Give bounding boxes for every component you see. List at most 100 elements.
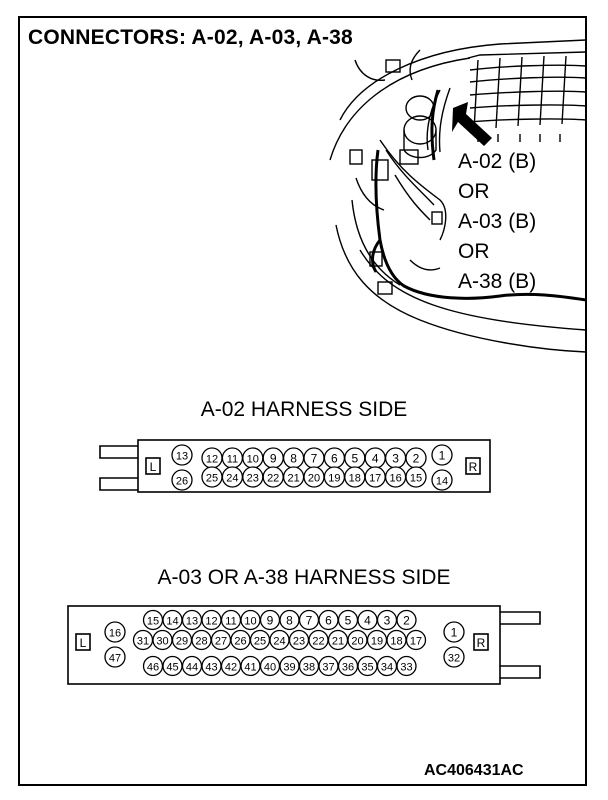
pin-label: 40 <box>264 662 276 674</box>
pin-label: 28 <box>195 636 207 648</box>
pin-label: 4 <box>364 614 371 628</box>
pin-20: 20 <box>347 629 368 651</box>
pin-10: 10 <box>240 609 261 631</box>
pin-label: 43 <box>205 662 217 674</box>
pin-42: 42 <box>220 655 242 677</box>
pin-36: 36 <box>337 655 359 677</box>
pin-label: 8 <box>286 614 293 628</box>
pin-label: 12 <box>206 454 218 466</box>
pin-label: 42 <box>225 662 237 674</box>
pin-2: 2 <box>396 609 417 631</box>
pin-label: 38 <box>303 662 315 674</box>
pin-1: 1 <box>431 444 453 466</box>
callout-or-1: OR <box>458 180 490 203</box>
pin-label: 16 <box>389 473 401 485</box>
pin-18: 18 <box>344 466 366 488</box>
pin-47: 47 <box>104 646 126 668</box>
pin-39: 39 <box>279 655 300 677</box>
page-title: CONNECTORS: A-02, A-03, A-38 <box>28 26 353 49</box>
pin-23: 23 <box>242 466 264 488</box>
pin-label: 9 <box>270 452 277 466</box>
figure-code: AC406431AC <box>424 762 524 779</box>
pin-label: 19 <box>328 473 340 485</box>
a02-connector-body <box>137 439 491 493</box>
pin-37: 37 <box>318 655 339 677</box>
pin-label: 47 <box>109 653 121 665</box>
pin-10: 10 <box>242 447 264 469</box>
pin-14: 14 <box>431 469 453 491</box>
a02-left-marker: L <box>150 460 157 474</box>
a03-left-marker: L <box>80 636 87 650</box>
pin-label: 18 <box>349 473 361 485</box>
a03-right-marker: R <box>477 636 486 650</box>
pin-label: 14 <box>166 616 178 628</box>
pin-6: 6 <box>318 609 339 631</box>
pin-label: 24 <box>226 473 238 485</box>
callout-or-2: OR <box>458 240 490 263</box>
pin-label: 37 <box>322 662 334 674</box>
pin-label: 11 <box>227 454 238 466</box>
pin-label: 23 <box>293 636 305 648</box>
pin-25: 25 <box>249 629 271 651</box>
pin-label: 1 <box>451 626 458 640</box>
pin-31: 31 <box>132 629 154 651</box>
pin-34: 34 <box>376 655 398 677</box>
pin-19: 19 <box>366 629 388 651</box>
pin-label: 1 <box>439 449 446 463</box>
callout-a38: A-38 (B) <box>458 270 537 293</box>
pin-label: 25 <box>206 473 218 485</box>
a03-connector-label: A-03 OR A-38 HARNESS SIDE <box>157 566 451 589</box>
pin-label: 3 <box>384 614 391 628</box>
pin-label: 34 <box>381 662 393 674</box>
pin-41: 41 <box>240 655 261 677</box>
pin-33: 33 <box>396 655 417 677</box>
pin-14: 14 <box>162 609 183 631</box>
a02-right-marker: R <box>469 460 478 474</box>
pin-11: 11 <box>220 609 242 631</box>
a02-connector-label: A-02 HARNESS SIDE <box>200 398 408 421</box>
pin-label: 33 <box>400 662 412 674</box>
pin-21: 21 <box>327 629 349 651</box>
connector-latch-icon <box>99 445 138 459</box>
pin-label: 45 <box>166 662 178 674</box>
pin-19: 19 <box>323 466 346 488</box>
pin-12: 12 <box>201 609 222 631</box>
pin-label: 27 <box>215 636 227 648</box>
pin-label: 8 <box>290 452 297 466</box>
pin-label: 7 <box>306 614 313 628</box>
pin-21: 21 <box>282 466 305 488</box>
pin-7: 7 <box>298 609 320 631</box>
pin-label: 31 <box>137 636 149 648</box>
pin-label: 17 <box>369 473 381 485</box>
pin-label: 5 <box>345 614 352 628</box>
pin-18: 18 <box>386 629 407 651</box>
pin-label: 4 <box>372 452 379 466</box>
pin-label: 2 <box>403 614 410 628</box>
pin-38: 38 <box>298 655 320 677</box>
pin-label: 41 <box>244 662 256 674</box>
pin-label: 23 <box>247 473 259 485</box>
pin-label: 24 <box>273 636 285 648</box>
connector-latch-icon <box>500 611 541 625</box>
pin-label: 36 <box>342 662 354 674</box>
callout-a03: A-03 (B) <box>458 210 537 233</box>
pin-label: 15 <box>410 473 422 485</box>
pin-label: 5 <box>351 452 358 466</box>
pin-label: 19 <box>371 636 383 648</box>
pin-label: 6 <box>331 452 338 466</box>
pin-label: 32 <box>448 653 460 665</box>
pin-40: 40 <box>259 655 281 677</box>
pin-30: 30 <box>152 629 173 651</box>
pin-label: 13 <box>186 616 198 628</box>
pin-label: 10 <box>247 454 259 466</box>
a03-connector-body <box>67 605 501 685</box>
pin-32: 32 <box>443 646 465 668</box>
pin-43: 43 <box>201 655 222 677</box>
pin-label: 12 <box>205 616 217 628</box>
pin-29: 29 <box>171 629 193 651</box>
pin-label: 20 <box>351 636 363 648</box>
pin-25: 25 <box>201 466 223 488</box>
pin-label: 21 <box>287 473 299 485</box>
